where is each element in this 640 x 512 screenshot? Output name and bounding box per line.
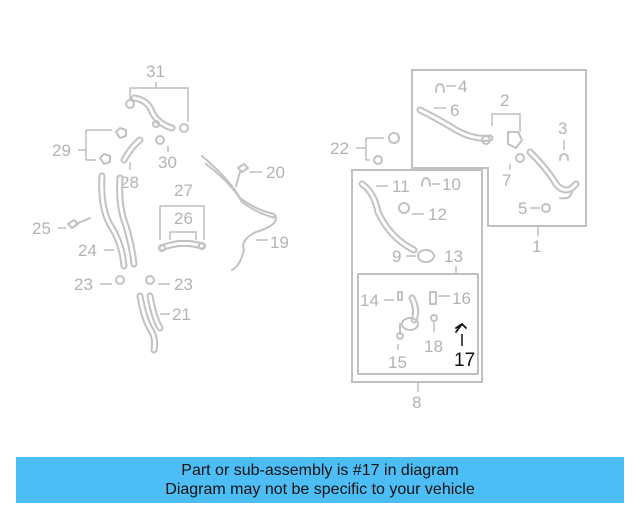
callout-27: 27 (174, 181, 193, 200)
callout-2: 2 (500, 91, 509, 110)
callout-7-group: 7 (502, 153, 525, 190)
callout-12: 12 (428, 205, 447, 224)
callout-23b: 23 (174, 275, 193, 294)
clamp-23-left: 23 (74, 275, 125, 294)
callout-10: 10 (442, 175, 461, 194)
callout-28: 28 (120, 173, 139, 192)
pipe-21: 21 (136, 292, 191, 354)
callout-1: 1 (532, 237, 541, 256)
callout-25: 25 (32, 219, 51, 238)
callout-9: 9 (392, 247, 401, 266)
clip-4: 4 (435, 77, 467, 96)
callout-13: 13 (444, 247, 463, 266)
callout-2-group: 2 (481, 91, 523, 149)
callout-7: 7 (502, 171, 511, 190)
bolt-15: 15 (388, 323, 407, 372)
bolt-25: 25 (32, 217, 91, 238)
assembly-13-box (357, 273, 479, 375)
callout-22: 22 (330, 139, 349, 158)
hose-31-upper (125, 94, 189, 133)
callout-5: 5 (518, 199, 527, 218)
hose-28: 28 (120, 136, 144, 192)
hose-6: 6 (416, 101, 494, 142)
callout-11: 11 (392, 177, 410, 196)
callout-19: 19 (270, 233, 289, 252)
callout-24: 24 (78, 241, 97, 260)
callout-3: 3 (558, 119, 567, 138)
callout-5-group: 5 (518, 199, 551, 218)
pipe-19: 19 (201, 155, 289, 271)
callout-29-group: 29 (52, 127, 127, 165)
hose-14: 14 (360, 291, 420, 331)
clamp-23-right: 23 (145, 275, 193, 294)
banner-line-2: Diagram may not be specific to your vehi… (165, 481, 475, 498)
clamp-30: 30 (155, 135, 177, 172)
part-17-highlight: 17 (454, 322, 475, 371)
callout-29: 29 (52, 141, 71, 160)
callout-31: 31 (146, 62, 165, 81)
clamp-9: 9 (392, 247, 435, 266)
callout-27-group: 27 26 (158, 181, 206, 252)
callout-22-group: 22 (330, 132, 400, 165)
bolt-20: 20 (235, 163, 285, 187)
callout-31-group: 31 (129, 62, 189, 122)
callout-21: 21 (172, 305, 191, 324)
banner-line-1: Part or sub-assembly is #17 in diagram (181, 462, 459, 479)
callout-16: 16 (452, 289, 471, 308)
hose-11: 11 (358, 177, 418, 254)
callout-30: 30 (158, 153, 177, 172)
callout-20: 20 (266, 163, 285, 182)
parts-diagram: 31 29 28 30 24 25 (32, 62, 587, 412)
clamp-12: 12 (398, 202, 447, 224)
assembly-8-box (351, 169, 483, 383)
clip-10: 10 (421, 175, 461, 194)
pipe-3: 3 (526, 119, 580, 200)
assembly-1-box (411, 69, 587, 227)
bolt-18: 18 (424, 314, 443, 356)
callout-8-group: 8 (412, 382, 421, 412)
pipe-24: 24 (78, 172, 138, 270)
info-banner: Part or sub-assembly is #17 in diagram D… (16, 457, 624, 503)
callout-8: 8 (412, 393, 421, 412)
callout-14: 14 (360, 291, 379, 310)
callout-13-group: 13 (444, 247, 463, 274)
fitting-16: 16 (429, 289, 471, 308)
callout-1-group: 1 (532, 226, 541, 256)
callout-26: 26 (174, 209, 193, 228)
callout-15: 15 (388, 353, 407, 372)
callout-17: 17 (454, 350, 475, 371)
callout-18: 18 (424, 337, 443, 356)
callout-4: 4 (458, 77, 467, 96)
callout-23a: 23 (74, 275, 93, 294)
callout-6: 6 (450, 101, 459, 120)
